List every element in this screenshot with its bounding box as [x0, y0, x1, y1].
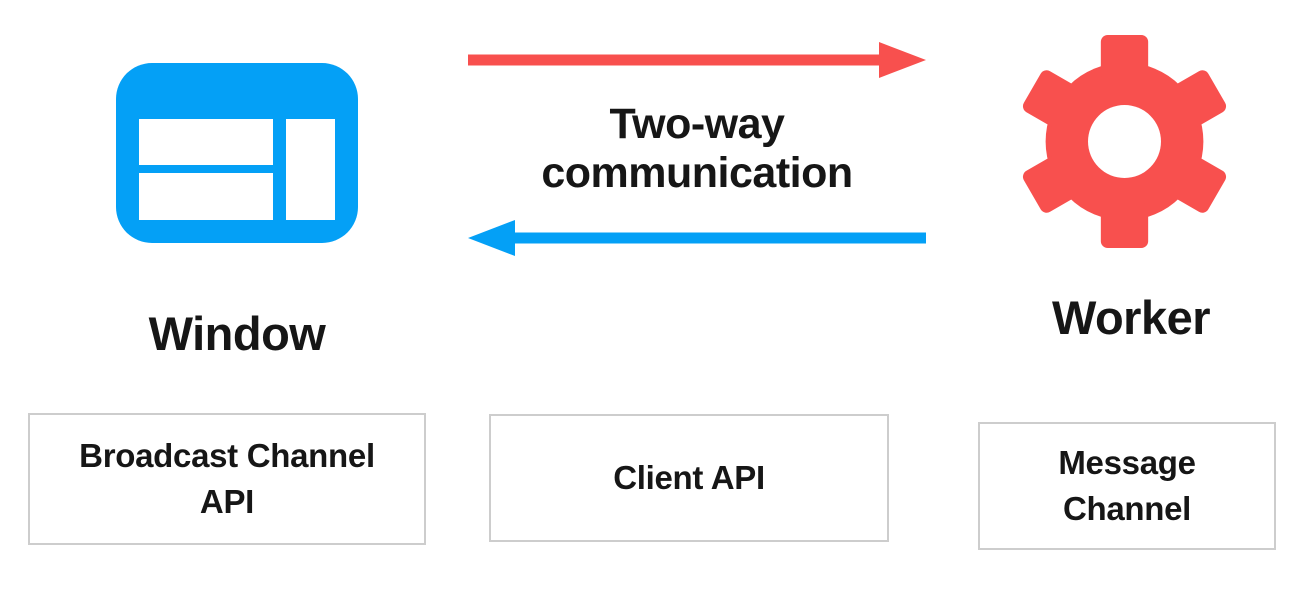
- channel-box-broadcast-channel-api: Broadcast Channel API: [28, 413, 426, 545]
- browser-window-icon-pane-top: [139, 119, 273, 165]
- channel-box-label: Message Channel: [1058, 440, 1196, 531]
- channel-box-label: Broadcast Channel API: [79, 433, 375, 524]
- channel-box-label-line: Channel: [1062, 490, 1192, 527]
- arrow-left-shape: [468, 220, 926, 256]
- channel-box-label-line: Broadcast Channel: [79, 437, 375, 475]
- arrow-right-shape: [468, 42, 926, 78]
- gear-icon: [1022, 35, 1227, 248]
- arrow-worker-to-window-icon: [468, 220, 926, 256]
- channel-box-label-line: Message: [1058, 444, 1196, 482]
- connection-label: Two-way communication: [440, 100, 954, 197]
- connection-label-line-1: Two-way: [609, 100, 785, 148]
- window-node-label: Window: [148, 307, 326, 360]
- channel-box-label-line: Client API: [613, 459, 765, 497]
- browser-window-icon-pane-bottom: [139, 173, 273, 220]
- channel-box-client-api: Client API: [489, 414, 889, 542]
- channel-box-message-channel: Message Channel: [978, 422, 1276, 550]
- browser-window-icon: [116, 63, 358, 243]
- channel-box-label: Client API: [613, 455, 765, 501]
- browser-window-icon-pane-side: [286, 119, 335, 220]
- arrow-window-to-worker-icon: [468, 42, 926, 78]
- channel-box-label-line: API: [199, 483, 255, 520]
- worker-node-label: Worker: [1051, 291, 1211, 344]
- gear-icon-hole: [1088, 105, 1161, 178]
- connection-label-line-2: communication: [541, 148, 853, 197]
